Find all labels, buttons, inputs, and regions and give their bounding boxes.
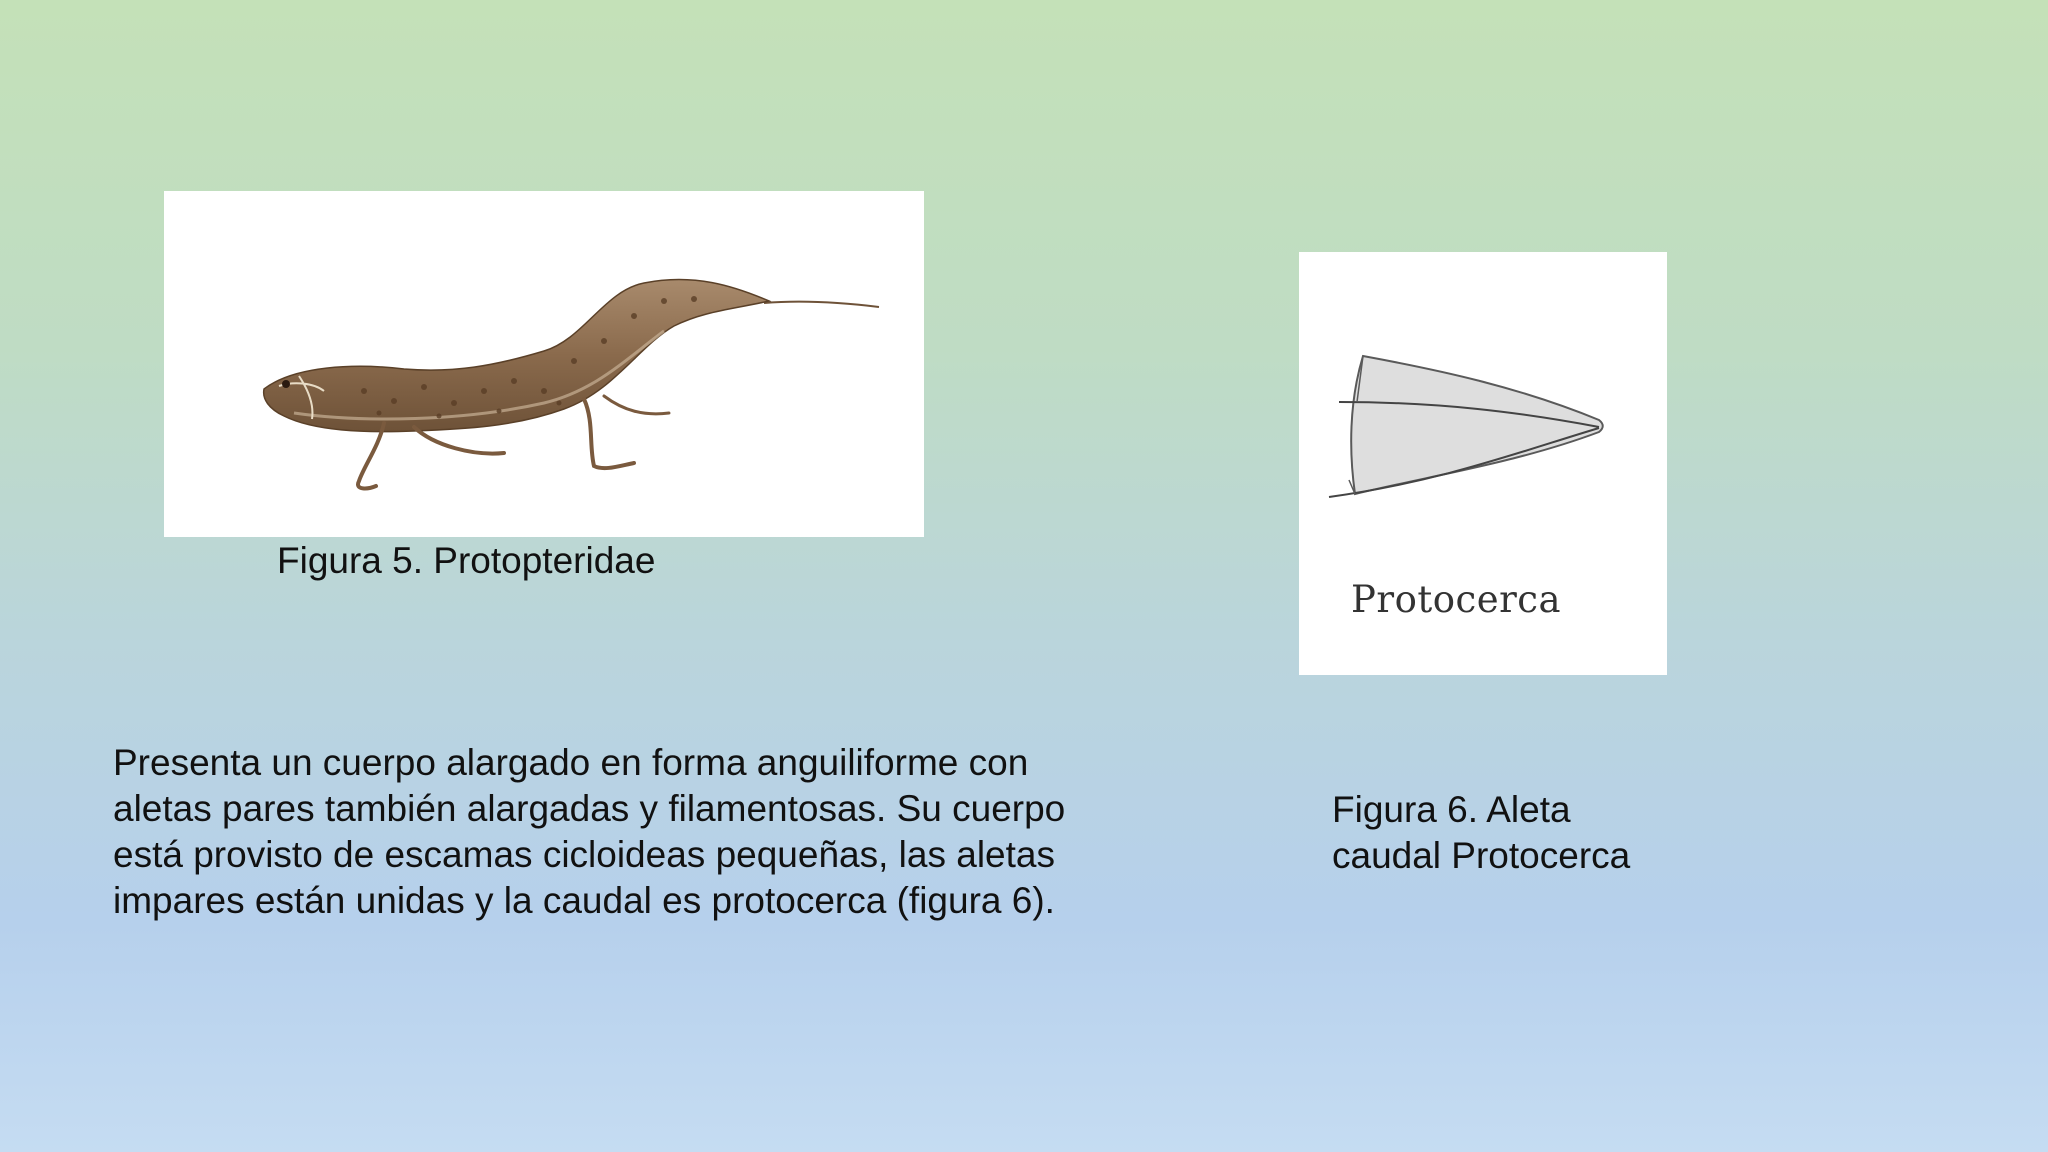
protocerca-diagram: Protocerca (1299, 252, 1667, 675)
figure-6-caption: Figura 6. Aleta caudal Protocerca (1332, 789, 1631, 876)
protocerca-label: Protocerca (1351, 578, 1562, 621)
figure-5-caption: Figura 5. Protopteridae (277, 540, 656, 581)
protocerca-fin-drawing (1328, 354, 1604, 498)
description-paragraph: Presenta un cuerpo alargado en forma ang… (113, 742, 1066, 921)
lungfish-illustration (262, 278, 880, 491)
protopteridae-image (164, 191, 924, 537)
